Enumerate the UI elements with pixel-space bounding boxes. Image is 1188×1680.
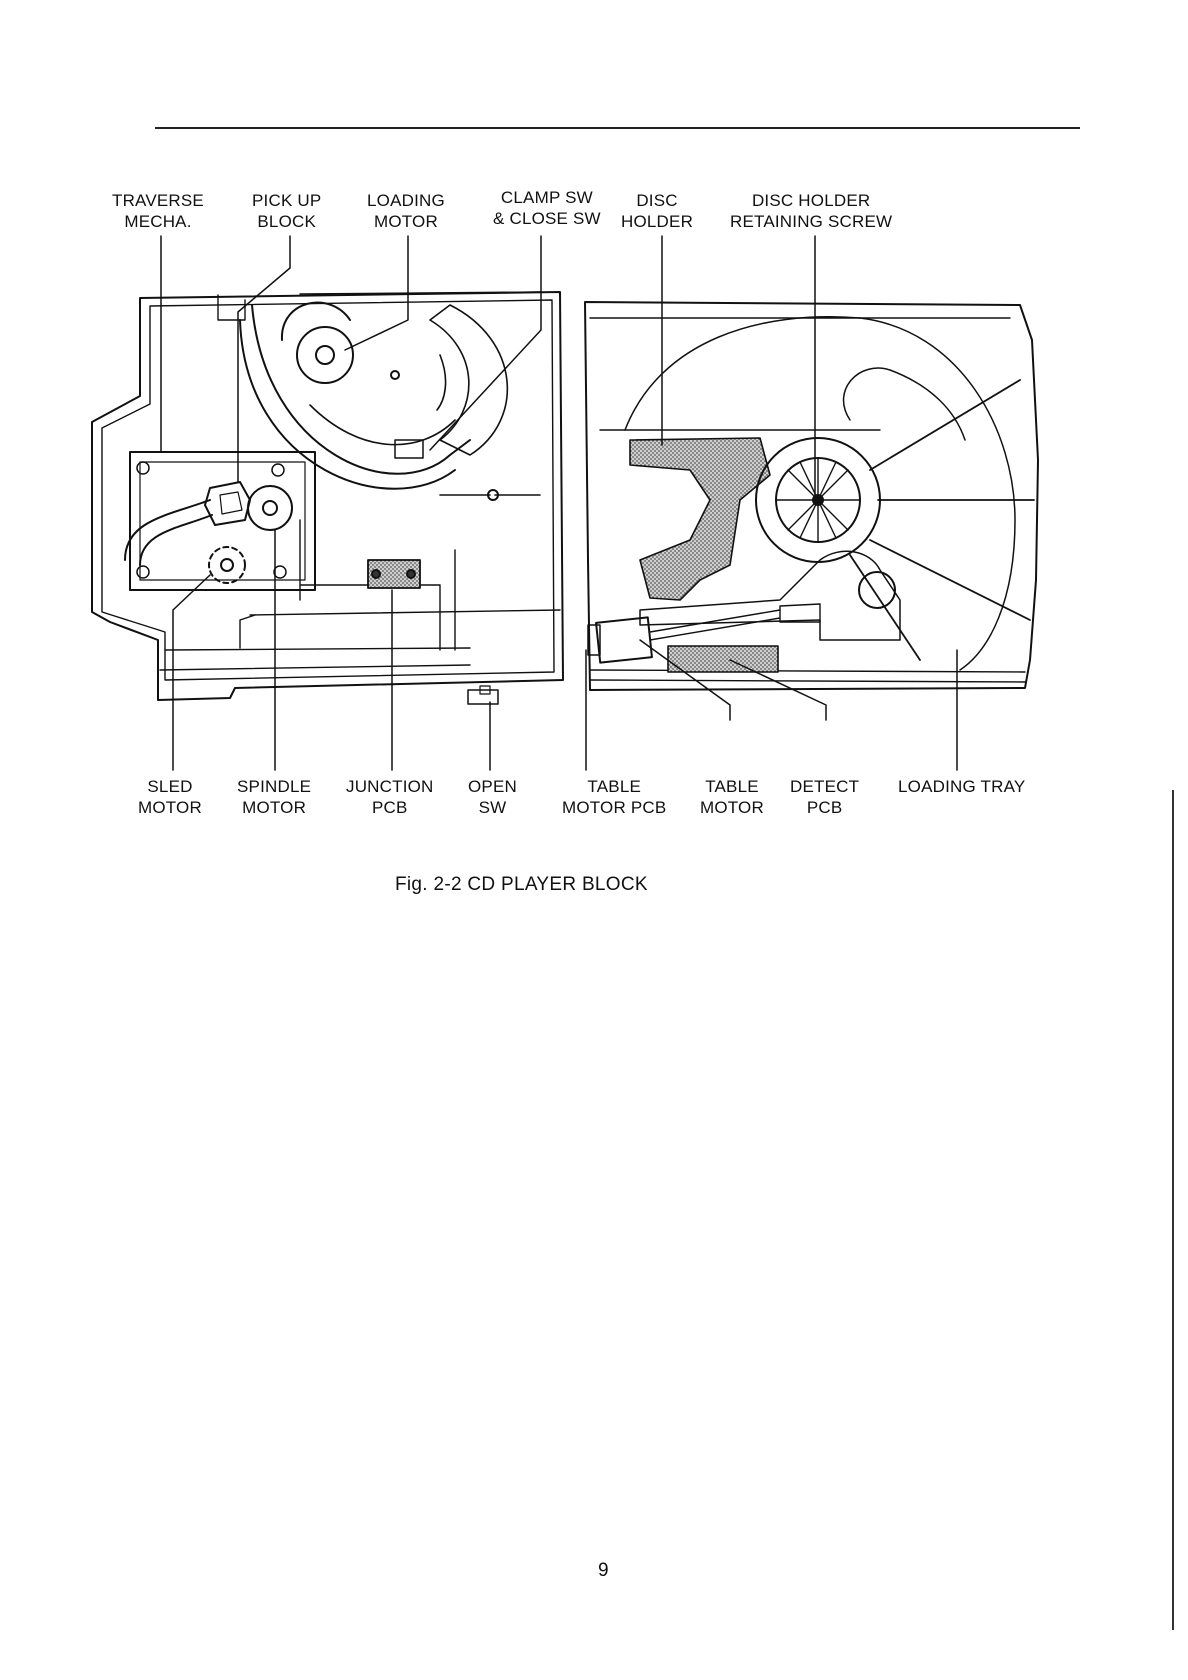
- loading-cam-slot: [310, 355, 455, 445]
- loading-cam-block: [395, 440, 423, 458]
- traverse-screw-bl: [137, 566, 149, 578]
- junction-pcb-screw-l: [372, 570, 380, 578]
- scan-margin-line: [1172, 790, 1174, 1630]
- detect-pcb: [668, 646, 778, 672]
- loading-pivot-hole: [391, 371, 399, 379]
- tray-arm-curve: [844, 368, 965, 440]
- loading-gear-arc: [240, 303, 470, 489]
- worm-gear: [780, 604, 820, 622]
- open-switch: [468, 690, 498, 704]
- sled-motor: [209, 547, 245, 583]
- spindle-motor-hub: [263, 501, 277, 515]
- traverse-screw-br: [274, 566, 286, 578]
- tray-pulley: [859, 572, 895, 608]
- figure-caption: Fig. 2-2 CD PLAYER BLOCK: [395, 874, 648, 896]
- loading-motor-shaft: [316, 346, 334, 364]
- left-chassis-outline: [92, 292, 563, 700]
- left-lower-panels: [240, 520, 455, 650]
- left-bottom-rail: [160, 610, 560, 670]
- spindle-motor-outer: [248, 486, 292, 530]
- traverse-screw-tl: [137, 462, 149, 474]
- junction-pcb-screw-r: [407, 570, 415, 578]
- ribbon-cable: [125, 500, 212, 565]
- pickup-block: [205, 482, 250, 525]
- left-chassis-inner-edge: [102, 300, 554, 680]
- page-number: 9: [598, 1560, 609, 1582]
- turntable-spokes: [776, 458, 860, 542]
- table-motor-shaft: [650, 610, 780, 640]
- disc-holder: [630, 438, 770, 600]
- loading-motor-pulley: [297, 327, 353, 383]
- traverse-screw-tr: [272, 464, 284, 476]
- pickup-lens: [220, 492, 242, 514]
- sled-motor-hub: [221, 559, 233, 571]
